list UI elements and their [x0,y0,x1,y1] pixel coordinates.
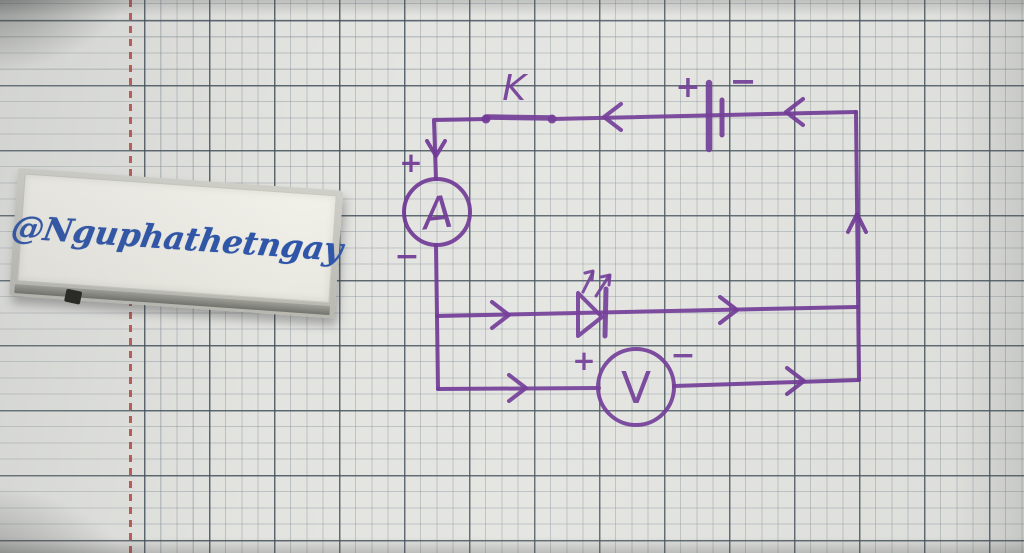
battery-minus-label: − [730,62,757,100]
voltmeter-symbol: V + − [572,338,696,427]
switch-symbol: K [481,68,557,124]
ammeter-symbol: A + − [394,146,472,274]
wire-right [854,110,861,382]
battery-plus-label: + [675,70,700,105]
wire-bottom-left [436,386,601,391]
current-arrows [425,97,868,403]
sticker-face: @Nguphathetngay [8,173,346,304]
name-plate-sticker: @Nguphathetngay [8,168,346,319]
led-diode-icon [576,269,612,339]
battery-symbol: + − [675,62,757,153]
voltmeter-letter: V [621,363,651,414]
diode-cathode-bar [602,286,609,339]
wires [432,110,861,391]
switch-blade [483,114,555,121]
wire-top [550,110,858,121]
ammeter-plus-label: + [399,146,422,179]
voltmeter-plus-label: + [572,344,595,377]
wire-bottom-right [672,378,861,388]
voltmeter-minus-label: − [670,338,695,373]
switch-terminal [481,114,491,124]
ammeter-letter: A [417,187,455,241]
handle-text: @Nguphathetngay [8,207,346,269]
switch-terminal [547,114,557,124]
ammeter-minus-label: − [394,239,419,274]
switch-label: K [502,68,528,109]
